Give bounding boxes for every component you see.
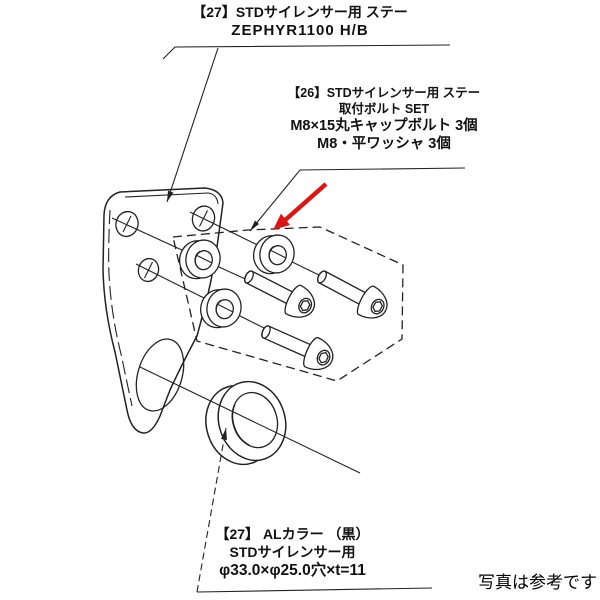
stay-label-line1: 【27】STDサイレンサー用 ステー — [192, 4, 408, 20]
stay-label-line2: ZEPHYR1100 H/B — [231, 21, 369, 39]
axis-line-segment — [195, 254, 213, 264]
bolt-set-label-line1: 【26】STDサイレンサー用 ステー — [287, 86, 481, 100]
hole-centerline-tick — [122, 215, 132, 233]
plate-hole — [137, 257, 160, 283]
bolt-set-label-line2: 取付ボルト SET — [338, 101, 430, 116]
leader-arrowhead — [167, 190, 174, 202]
collar-label-line2: STDサイレンサー用 — [229, 543, 356, 560]
photo-reference-note: 写真は参考です — [478, 573, 597, 592]
flat-washer — [178, 239, 221, 280]
plate-hole — [115, 210, 139, 238]
collar-label-line1: 【27】 ALカラー （黒） — [215, 526, 370, 542]
bolt-set-label: 【26】STDサイレンサー用 ステー 取付ボルト SET M8×15丸キャップボ… — [278, 86, 490, 154]
leader-stay-label — [162, 44, 451, 203]
plate-top-edge-line — [124, 192, 219, 205]
cap-bolt — [317, 270, 388, 319]
red-highlight-arrow — [273, 182, 328, 230]
cap-bolt — [261, 325, 334, 371]
leader-arrowhead — [250, 220, 259, 231]
leader-collar-label — [196, 427, 433, 593]
red-arrow-head — [273, 213, 290, 230]
leader-arrowhead — [221, 428, 227, 440]
plate-hole — [191, 205, 216, 232]
al-collar — [205, 380, 287, 466]
red-arrow-shaft — [281, 182, 328, 224]
flat-washer — [199, 288, 242, 329]
collar-part-label: 【27】 ALカラー （黒） STDサイレンサー用 φ33.0×φ25.0穴×t… — [180, 526, 405, 580]
plate-large-hole — [135, 338, 185, 412]
plate-left-edge-line — [108, 209, 133, 407]
stay-part-label: 【27】STDサイレンサー用 ステー ZEPHYR1100 H/B — [150, 4, 450, 40]
bolt-set-label-line4: M8・平ワッシャ 3個 — [317, 136, 451, 153]
flat-washer — [252, 234, 295, 275]
cap-bolt — [244, 270, 316, 318]
collar-label-line3: φ33.0×φ25.0穴×t=11 — [219, 562, 366, 579]
axis-line — [135, 263, 269, 331]
leader-bolt-set-label — [249, 167, 466, 232]
axis-line — [139, 366, 361, 474]
bolt-set-label-line3: M8×15丸キャップボルト 3個 — [290, 118, 478, 135]
axis-line-segment — [216, 303, 234, 313]
axis-line-segment — [269, 249, 287, 259]
bolt-set-boundary — [172, 226, 404, 382]
